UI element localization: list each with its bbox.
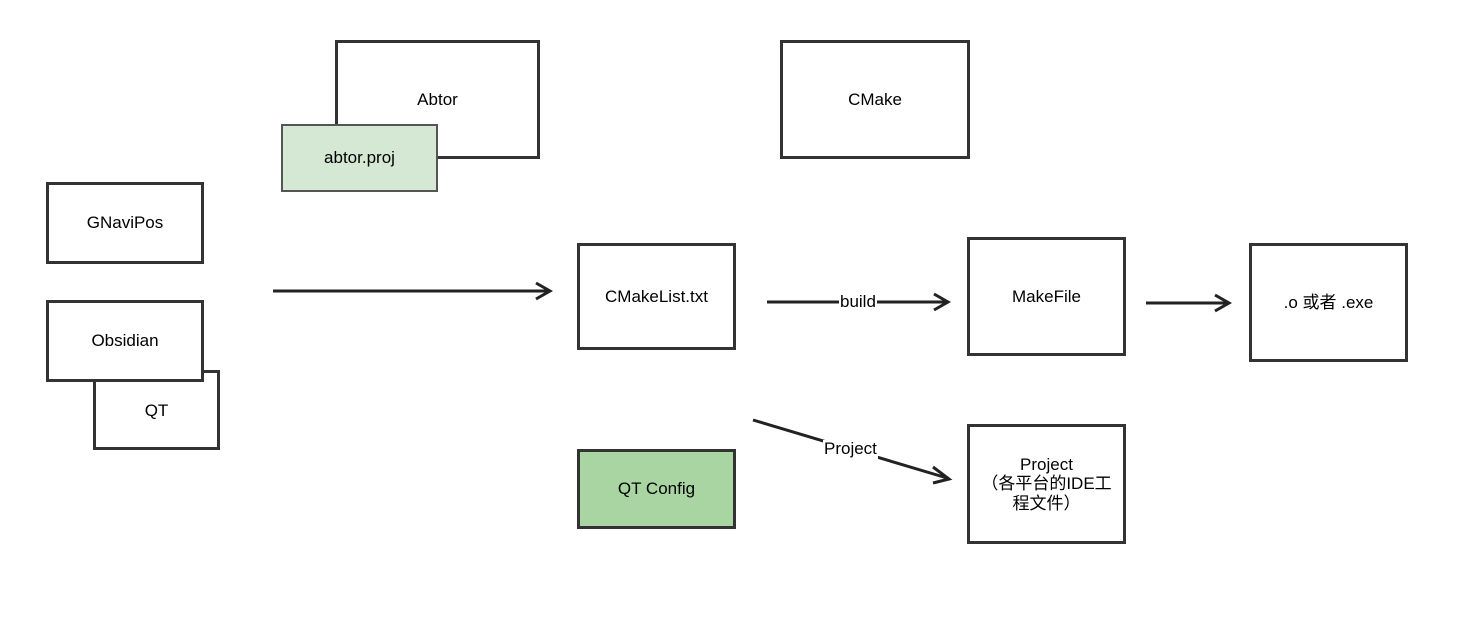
node-cmakelist[interactable]: CMakeList.txt (577, 243, 736, 350)
node-qt-label: QT (144, 401, 169, 421)
node-makefile[interactable]: MakeFile (967, 237, 1126, 356)
node-obsidian-label: Obsidian (91, 331, 159, 351)
edge-build-label: build (839, 292, 877, 312)
node-output[interactable]: .o 或者 .exe (1249, 243, 1408, 362)
node-cmake[interactable]: CMake (780, 40, 970, 159)
edge-makefile-to-output[interactable] (1146, 293, 1233, 313)
node-abtor-proj-label: abtor.proj (324, 148, 395, 168)
node-gnavipos[interactable]: GNaviPos (46, 182, 204, 264)
node-cmakelist-label: CMakeList.txt (605, 286, 708, 306)
edge-input-to-cmakelist[interactable] (273, 281, 554, 301)
node-project-label: Project （各平台的IDE工 程文件） (981, 454, 1112, 513)
node-qt[interactable]: QT (93, 370, 220, 450)
node-qt-config[interactable]: QT Config (577, 449, 736, 529)
edge-project-label: Project (823, 439, 878, 459)
node-project[interactable]: Project （各平台的IDE工 程文件） (967, 424, 1126, 544)
node-qt-config-label: QT Config (617, 479, 696, 499)
node-makefile-label: MakeFile (1012, 286, 1081, 306)
node-cmake-label: CMake (848, 89, 902, 109)
node-output-label: .o 或者 .exe (1283, 292, 1374, 312)
node-obsidian[interactable]: Obsidian (46, 300, 204, 382)
node-gnavipos-label: GNaviPos (86, 213, 164, 233)
node-abtor-proj[interactable]: abtor.proj (281, 124, 438, 192)
node-abtor-label: Abtor (417, 89, 458, 109)
